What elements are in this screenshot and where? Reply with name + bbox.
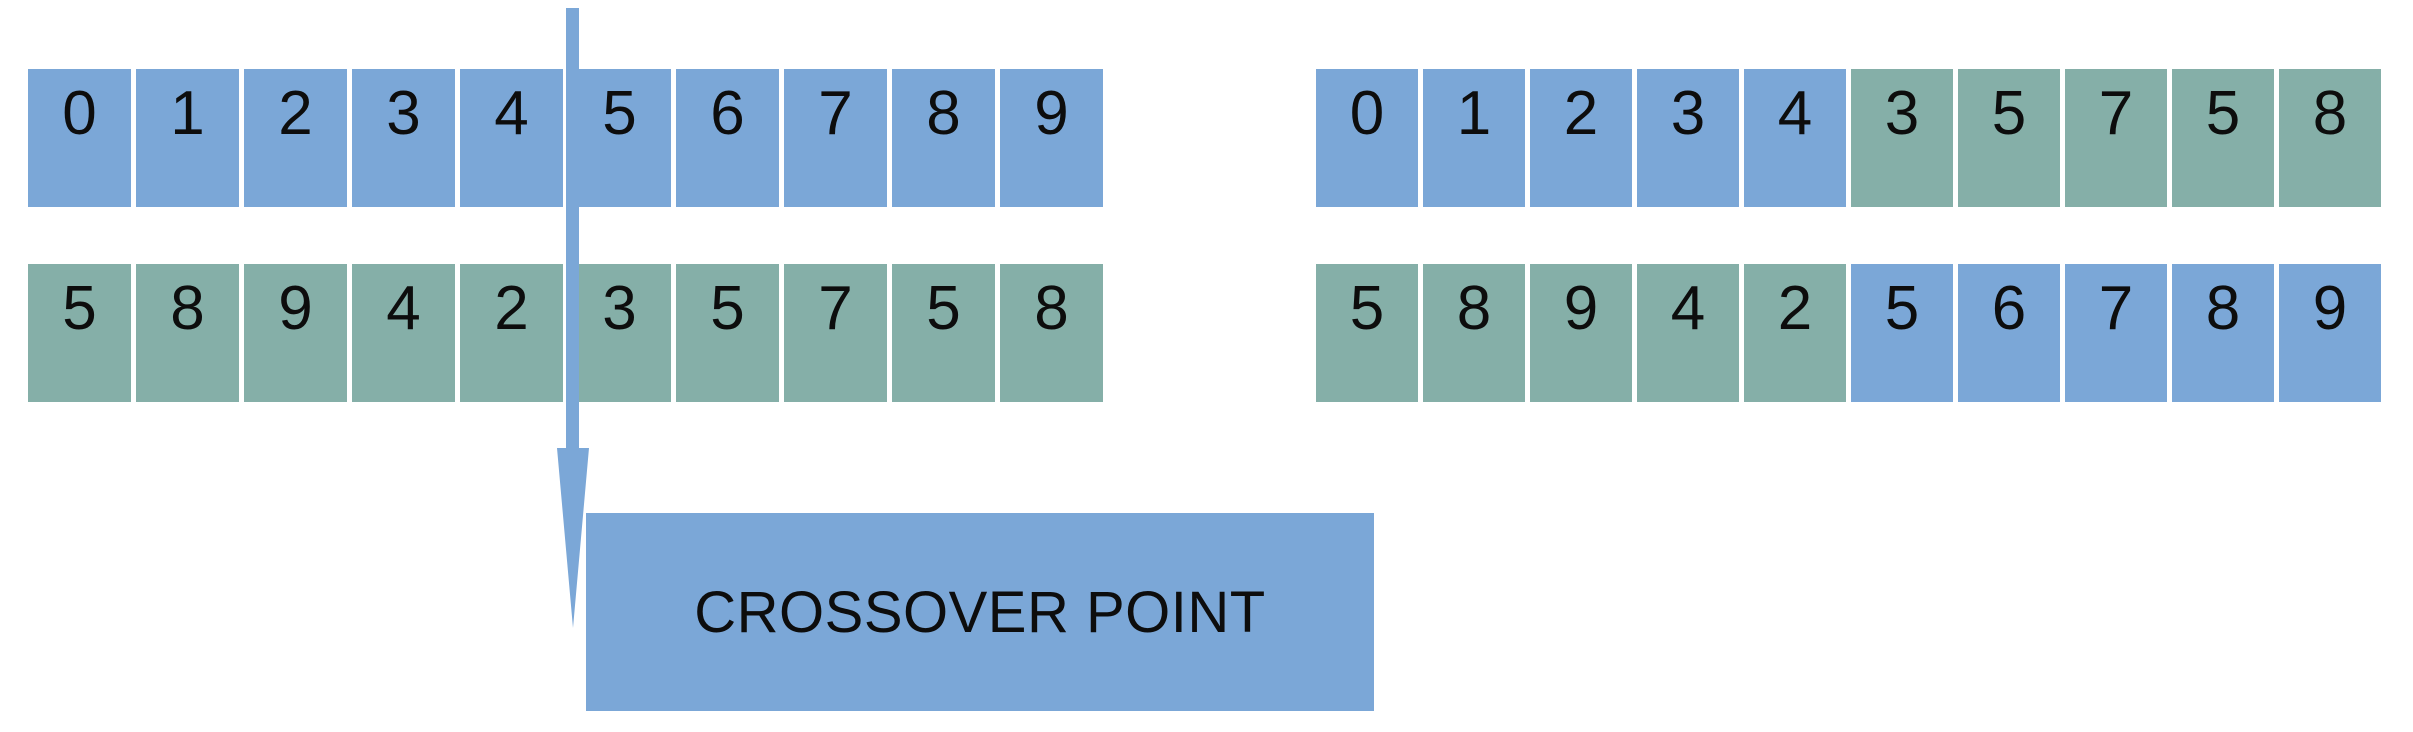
gene-cell: 5 — [27, 263, 132, 403]
gene-cell: 5 — [1315, 263, 1419, 403]
gene-cell: 8 — [2278, 68, 2382, 208]
gene-cell: 0 — [1315, 68, 1419, 208]
gene-cell: 5 — [891, 263, 996, 403]
gene-cell: 9 — [2278, 263, 2382, 403]
gene-cell: 4 — [351, 263, 456, 403]
gene-cell: 6 — [675, 68, 780, 208]
gene-cell: 9 — [243, 263, 348, 403]
gene-cell: 3 — [351, 68, 456, 208]
gene-cell: 5 — [567, 68, 672, 208]
gene-cell: 2 — [1529, 68, 1633, 208]
gene-cell: 4 — [1743, 68, 1847, 208]
gene-cell: 5 — [1957, 68, 2061, 208]
gene-cell: 8 — [2171, 263, 2275, 403]
crossover-point-label-box: CROSSOVER POINT — [585, 512, 1375, 712]
gene-cell: 0 — [27, 68, 132, 208]
gene-cell: 1 — [1422, 68, 1526, 208]
gene-cell: 1 — [135, 68, 240, 208]
crossover-point-label-text: CROSSOVER POINT — [694, 579, 1266, 645]
gene-cell: 9 — [1529, 263, 1633, 403]
gene-cell: 3 — [1850, 68, 1954, 208]
gene-cell: 5 — [675, 263, 780, 403]
gene-cell: 2 — [243, 68, 348, 208]
gene-cell: 9 — [999, 68, 1104, 208]
gene-cell: 7 — [783, 68, 888, 208]
gene-cell: 8 — [891, 68, 996, 208]
gene-cell: 7 — [2064, 68, 2168, 208]
gene-cell: 2 — [1743, 263, 1847, 403]
gene-cell: 7 — [2064, 263, 2168, 403]
gene-cell: 5 — [1850, 263, 1954, 403]
gene-cell: 3 — [1636, 68, 1740, 208]
gene-cell: 5 — [2171, 68, 2275, 208]
gene-cell: 8 — [135, 263, 240, 403]
gene-cell: 2 — [459, 263, 564, 403]
gene-cell: 7 — [783, 263, 888, 403]
gene-cell: 8 — [1422, 263, 1526, 403]
gene-cell: 6 — [1957, 263, 2061, 403]
gene-cell: 8 — [999, 263, 1104, 403]
gene-cell: 4 — [1636, 263, 1740, 403]
gene-cell: 4 — [459, 68, 564, 208]
gene-cell: 3 — [567, 263, 672, 403]
